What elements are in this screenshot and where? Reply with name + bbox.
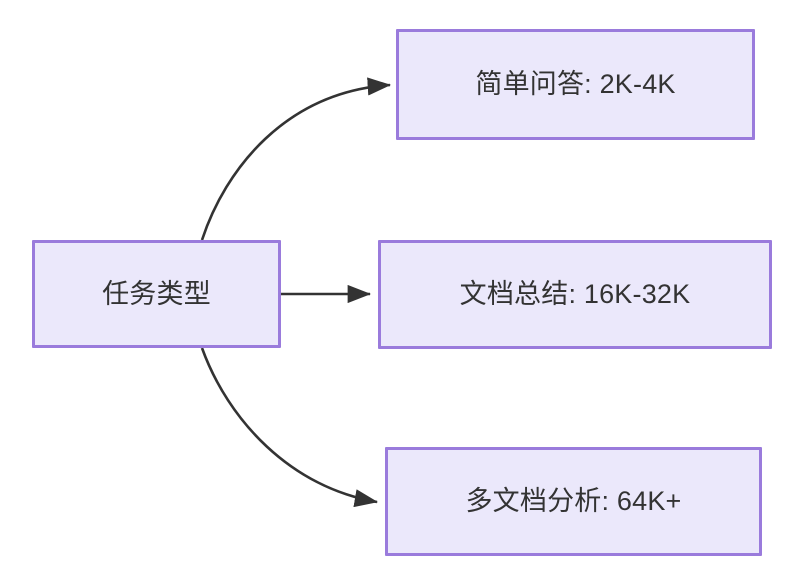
node-task-type-label: 任务类型 xyxy=(102,278,211,309)
node-multi-doc-label: 多文档分析: 64K+ xyxy=(465,486,682,517)
node-multi-doc[interactable]: 多文档分析: 64K+ xyxy=(385,447,762,556)
node-task-type[interactable]: 任务类型 xyxy=(32,240,281,348)
node-simple-qa-label: 简单问答: 2K-4K xyxy=(475,69,676,100)
node-doc-summary[interactable]: 文档总结: 16K-32K xyxy=(378,240,772,349)
node-simple-qa[interactable]: 简单问答: 2K-4K xyxy=(396,29,755,140)
node-doc-summary-label: 文档总结: 16K-32K xyxy=(459,279,691,310)
edge-root-to-simple-qa xyxy=(200,77,392,241)
edge-root-to-multi-doc xyxy=(200,347,379,508)
